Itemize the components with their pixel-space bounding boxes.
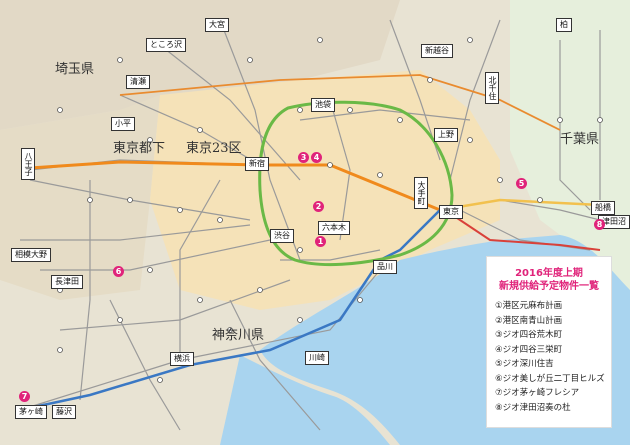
station-kawasaki[interactable]: 川崎 — [305, 351, 329, 365]
station-nagatsuta[interactable]: 長津田 — [51, 275, 83, 289]
station-shibuya[interactable]: 渋谷 — [270, 229, 294, 243]
station-tokyo[interactable]: 東京 — [439, 205, 463, 219]
legend-item[interactable]: ⑦ジオ茅ヶ崎フレシア — [495, 388, 580, 398]
property-marker-2[interactable]: 2 — [313, 201, 324, 212]
station-otemachi[interactable]: 大手町 — [414, 177, 428, 209]
station-kitasenju[interactable]: 北千住 — [485, 72, 499, 104]
yamanote-line — [258, 100, 454, 267]
station-shinkoshigaya[interactable]: 新越谷 — [421, 44, 453, 58]
legend-item[interactable]: ⑥ジオ美しが丘二丁目ヒルズ — [495, 373, 605, 384]
station-ueno[interactable]: 上野 — [434, 128, 458, 142]
tokyo-tama-label: 東京都下 — [113, 141, 166, 156]
saitama-label: 埼玉県 — [55, 62, 95, 77]
rail-lines — [19, 19, 601, 431]
property-marker-7[interactable]: 7 — [19, 391, 30, 402]
legend-item[interactable]: ①港区元麻布計画 — [495, 301, 563, 311]
station-kashiwa[interactable]: 柏 — [556, 18, 572, 32]
property-marker-4[interactable]: 4 — [311, 152, 322, 163]
property-marker-5[interactable]: 5 — [516, 178, 527, 189]
station-hachioji[interactable]: 八王子 — [21, 148, 35, 180]
legend-item[interactable]: ②港区南青山計画 — [495, 315, 563, 326]
tokyo23-label: 東京23区 — [186, 141, 242, 156]
station-sagamiono[interactable]: 相模大野 — [11, 248, 51, 262]
legend-list: ①港区元麻布計画 ②港区南青山計画 ③ジオ四谷荒木町 ④ジオ四谷三栄町 ⑤ジオ深… — [495, 299, 611, 415]
keiyo-line — [444, 209, 601, 251]
station-ikebukuro[interactable]: 池袋 — [311, 98, 335, 112]
property-marker-6[interactable]: 6 — [113, 266, 124, 277]
property-marker-3[interactable]: 3 — [298, 152, 309, 163]
bay-west — [220, 355, 390, 445]
station-kiyose[interactable]: 清瀬 — [126, 75, 150, 89]
legend-item[interactable]: ③ジオ四谷荒木町 — [495, 330, 563, 340]
tokaido-line — [19, 209, 441, 412]
station-shinjuku[interactable]: 新宿 — [245, 157, 269, 171]
station-roppongi[interactable]: 六本木 — [318, 221, 350, 235]
station-dots — [57, 37, 603, 383]
chiba-label: 千葉県 — [560, 132, 600, 147]
station-kodaira[interactable]: 小平 — [111, 117, 135, 131]
legend-panel: 2016年度上期 新規供給予定物件一覧 ①港区元麻布計画 ②港区南青山計画 ③ジ… — [486, 256, 612, 428]
property-marker-8[interactable]: 8 — [594, 219, 605, 230]
legend-title-line2: 新規供給予定物件一覧 — [499, 281, 599, 292]
station-shinagawa[interactable]: 品川 — [373, 260, 397, 274]
station-tokorozawa[interactable]: ところ沢 — [146, 38, 186, 52]
property-marker-1[interactable]: 1 — [315, 236, 326, 247]
saitama-area — [0, 0, 400, 130]
legend-item[interactable]: ⑧ジオ津田沼奏の杜 — [495, 402, 571, 413]
legend-item[interactable]: ④ジオ四谷三栄町 — [495, 344, 563, 355]
musashino-line — [119, 74, 561, 131]
legend-item[interactable]: ⑤ジオ深川住吉 — [495, 359, 554, 369]
station-omiya[interactable]: 大宮 — [205, 18, 229, 32]
station-funabashi[interactable]: 船橋 — [591, 201, 615, 215]
station-chigasaki[interactable]: 茅ヶ崎 — [15, 405, 47, 419]
station-fujisawa[interactable]: 藤沢 — [52, 405, 76, 419]
legend-title-line1: 2016年度上期 — [515, 268, 583, 279]
kanagawa-label: 神奈川県 — [212, 328, 265, 343]
station-yokohama[interactable]: 横浜 — [170, 352, 194, 366]
